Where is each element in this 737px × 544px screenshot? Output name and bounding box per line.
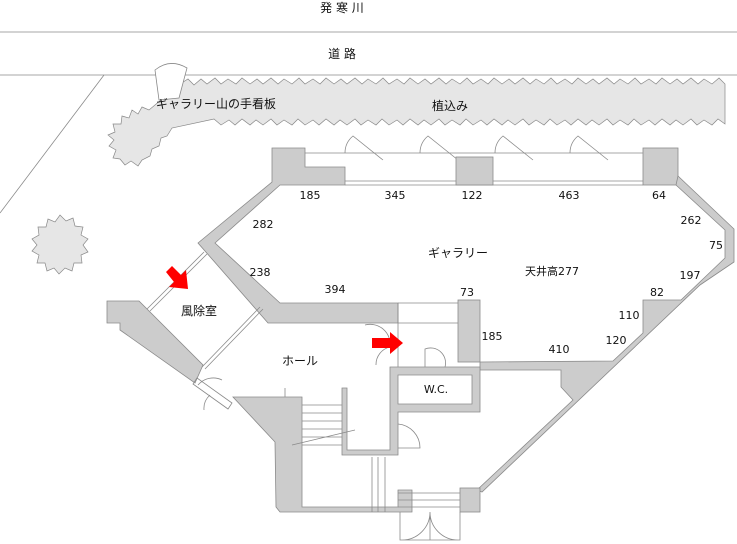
dimension-label: 463	[559, 189, 580, 202]
dimension-label: 82	[650, 286, 664, 299]
signboard-icon	[154, 63, 188, 101]
dimension-label: 345	[385, 189, 406, 202]
dimension-label: 282	[253, 218, 274, 231]
wc-walls	[341, 366, 481, 456]
dimension-label: 75	[709, 239, 723, 252]
hedge-label: 植込み	[432, 98, 468, 113]
dimension-label: 262	[681, 214, 702, 227]
dimension-label: 197	[680, 269, 701, 282]
dimension-label: 122	[462, 189, 483, 202]
signboard-label: ギャラリー山の手看板	[156, 97, 276, 111]
dimension-label: 64	[652, 189, 666, 202]
hall-left-wall	[232, 396, 413, 513]
dimension-label: 238	[250, 266, 271, 279]
tree-icon	[31, 214, 89, 275]
dimension-label: 394	[325, 283, 346, 296]
river-label: 発 寒 川	[320, 0, 364, 15]
gallery-left-wall	[197, 147, 399, 324]
windbreak-room-label: 風除室	[181, 303, 217, 318]
hall-label: ホール	[282, 354, 318, 368]
dimension-label: 410	[549, 343, 570, 356]
pillar	[457, 299, 481, 363]
dimension-label: 73	[460, 286, 474, 299]
entrance-arrow-icon	[166, 266, 188, 289]
dimension-label: 185	[482, 330, 503, 343]
gallery-label: ギャラリー	[428, 246, 488, 260]
pillar	[642, 147, 679, 186]
dimension-label: 110	[619, 309, 640, 322]
hedge-planting	[107, 77, 726, 167]
ceiling-height-label: 天井高277	[525, 264, 579, 278]
road-diagonal-line	[0, 74, 105, 214]
wc-label: W.C.	[424, 383, 448, 396]
pillar	[459, 487, 481, 513]
pillar	[455, 156, 494, 186]
dimension-label: 185	[300, 189, 321, 202]
front-windows	[305, 135, 643, 186]
dimension-label: 120	[606, 334, 627, 347]
windbreak-wall	[106, 300, 204, 384]
road-label: 道 路	[328, 46, 356, 61]
entrance-arrow-icon	[372, 332, 403, 354]
glass-partitions	[146, 251, 461, 541]
